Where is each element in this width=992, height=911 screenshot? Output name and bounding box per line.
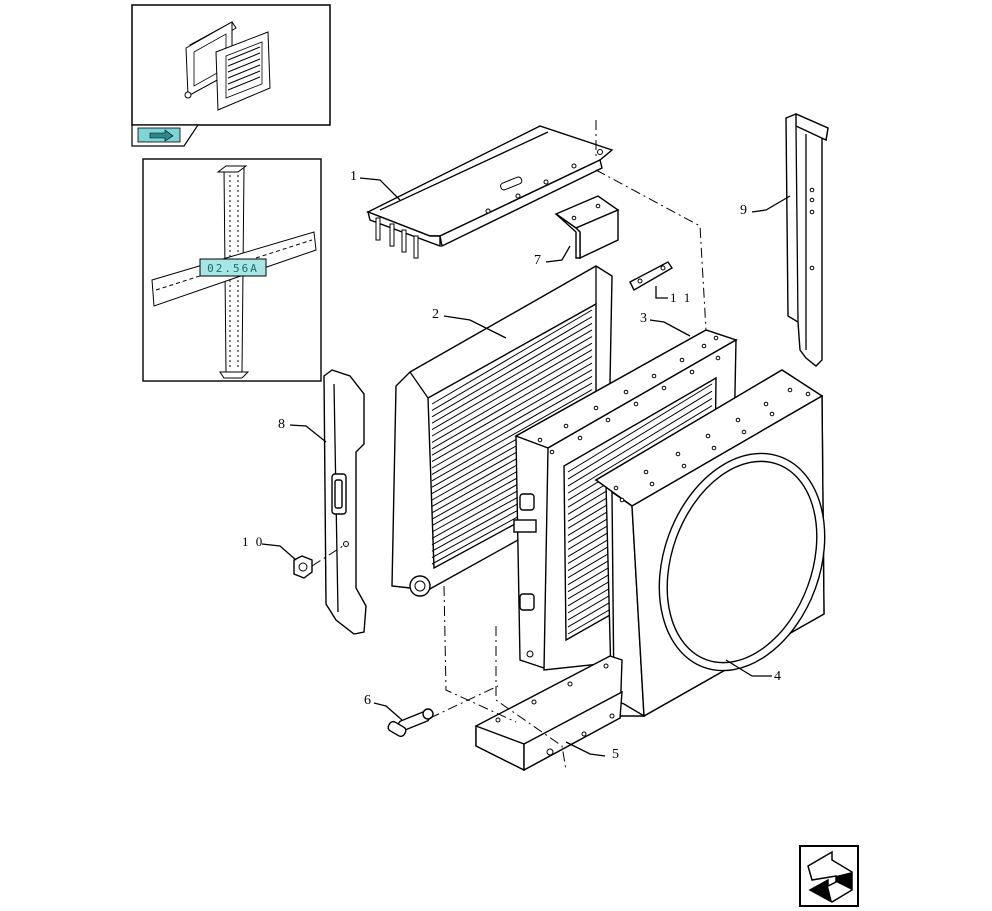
fin-line — [431, 322, 593, 418]
bolt-hole — [689, 369, 695, 375]
bolt-hole — [805, 391, 811, 397]
fin-line — [431, 316, 593, 411]
reference-code-badge[interactable]: 02.56A — [199, 258, 267, 277]
bolt-hole — [787, 387, 793, 393]
bolt-hole — [605, 417, 611, 423]
callout-10: 1 0 — [242, 534, 264, 549]
bolt-hole — [661, 385, 667, 391]
bolt-hole — [675, 451, 681, 457]
fin-line — [431, 369, 593, 463]
bolt-hole — [549, 449, 555, 455]
callout-7: 7 — [534, 253, 541, 268]
assembly-guide-lines — [311, 169, 707, 771]
bolt-hole — [713, 335, 719, 341]
fin-line — [567, 390, 713, 480]
reference-code-label: 02.56A — [207, 262, 259, 275]
fin-line — [567, 398, 713, 487]
bolt-hole — [649, 481, 655, 487]
bolt-hole — [563, 423, 569, 429]
shroud-top-holes — [613, 387, 811, 503]
part-8-left-support — [323, 369, 367, 635]
frame-3-top-holes — [537, 335, 721, 455]
callout-2: 2 — [432, 307, 439, 322]
bolt-hole — [577, 435, 583, 441]
bolt-hole — [715, 355, 721, 361]
part-4-fan-shroud — [593, 369, 826, 718]
callout-8: 8 — [278, 417, 285, 432]
callout-5: 5 — [612, 747, 619, 762]
part-1-top-bracket — [366, 120, 614, 259]
callout-11: 1 1 — [670, 290, 692, 305]
bolt-hole — [763, 401, 769, 407]
bolt-hole — [643, 469, 649, 475]
thumbnail-nav-tab[interactable] — [131, 124, 200, 147]
fin-line — [431, 342, 593, 437]
part-9-side-bracket — [785, 112, 829, 367]
bolt-hole — [537, 437, 543, 443]
bolt-hole — [613, 485, 619, 491]
callout-leaders — [261, 177, 791, 757]
fin-line — [431, 375, 593, 469]
bolt-hole — [701, 343, 707, 349]
part-10-nut — [293, 555, 313, 579]
callout-labels: 1 2 3 4 5 6 7 8 9 1 0 1 1 — [242, 169, 781, 762]
overview-radiator-sketch — [184, 21, 271, 111]
fin-line — [567, 383, 713, 473]
fin-line — [431, 309, 593, 405]
return-arrow-icon — [807, 850, 853, 903]
frame-reference-panel[interactable]: 02.56A — [142, 158, 322, 382]
bolt-hole — [651, 373, 657, 379]
bolt-hole — [735, 417, 741, 423]
arrow-icon — [149, 129, 174, 142]
bolt-hole — [619, 497, 625, 503]
callout-4: 4 — [774, 669, 781, 684]
part-7-angle-bracket — [554, 195, 620, 260]
overview-thumbnail[interactable] — [131, 4, 331, 126]
fin-line — [431, 349, 593, 443]
callout-9: 9 — [740, 203, 747, 218]
fin-line — [431, 382, 593, 475]
bolt-hole — [679, 357, 685, 363]
callout-6: 6 — [364, 693, 371, 708]
bolt-hole — [593, 405, 599, 411]
next-page-button[interactable] — [799, 845, 859, 907]
bolt-hole — [741, 429, 747, 435]
fin-line — [431, 336, 593, 431]
bolt-hole — [705, 433, 711, 439]
fin-line — [431, 356, 593, 450]
callout-1: 1 — [350, 169, 357, 184]
bolt-hole — [623, 389, 629, 395]
bolt-hole — [769, 411, 775, 417]
fin-line — [567, 405, 713, 494]
fin-line — [431, 389, 593, 482]
bolt-hole — [681, 463, 687, 469]
fin-line — [431, 362, 593, 456]
bolt-hole — [711, 445, 717, 451]
part-11-plate — [629, 261, 673, 291]
part-5-bottom-rail — [475, 655, 623, 772]
part-6-pin — [387, 708, 434, 738]
callout-3: 3 — [640, 311, 647, 326]
bolt-hole — [633, 401, 639, 407]
fin-line — [431, 329, 593, 424]
